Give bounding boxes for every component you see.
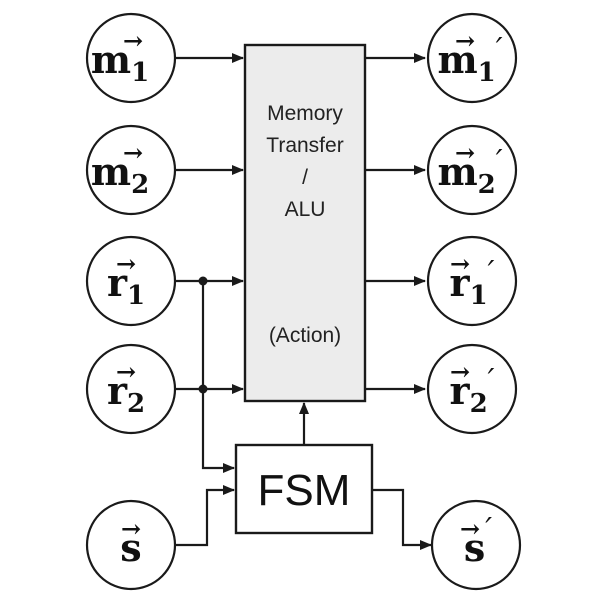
node-circle — [85, 235, 177, 327]
node-label: r1 — [107, 260, 145, 311]
wire-r-to-fsm — [201, 281, 235, 473]
output-nodes: → m1′ → m2′ → r1′ → r2′ — [426, 12, 522, 591]
input-node-m2: → m2 — [85, 124, 177, 216]
node-symbol: m — [91, 149, 131, 194]
node-symbol: m — [437, 149, 477, 194]
fsm-box — [234, 443, 374, 535]
node-label: s′ — [464, 512, 492, 570]
node-circle — [85, 12, 177, 104]
node-label: m1 — [91, 37, 149, 88]
alu-block: Memory Transfer / ALU (Action) — [243, 43, 367, 403]
node-subscript: 2 — [478, 170, 496, 200]
node-symbol: r — [450, 260, 471, 305]
node-label: m1′ — [437, 32, 502, 88]
node-symbol: s — [464, 525, 485, 570]
vector-arrow: → — [123, 138, 143, 167]
node-circle — [426, 235, 518, 327]
node-label: r2′ — [450, 363, 495, 419]
alu-line-1: Memory — [267, 102, 343, 125]
input-node-r1: → r1 — [85, 235, 177, 327]
node-prime: ′ — [485, 512, 492, 547]
vector-arrow: → — [455, 138, 475, 167]
junction-r1 — [198, 276, 208, 286]
vector-arrow: → — [450, 249, 470, 278]
output-node-m2: → m2′ — [426, 124, 518, 216]
node-label: m2 — [91, 149, 149, 200]
node-subscript: 1 — [478, 58, 496, 88]
node-prime: ′ — [496, 144, 503, 179]
output-node-r2: → r2′ — [426, 343, 518, 435]
node-subscript: 1 — [470, 281, 488, 311]
vector-arrow: → — [121, 514, 141, 543]
node-label: m2′ — [437, 144, 502, 200]
vector-arrow: → — [123, 26, 143, 55]
node-subscript: 2 — [470, 389, 488, 419]
alu-line-2: Transfer — [266, 134, 343, 157]
alu-line-3: / — [302, 166, 308, 189]
node-circle — [430, 499, 522, 591]
node-symbol: r — [450, 368, 471, 413]
input-node-m1: → m1 — [85, 12, 177, 104]
vector-arrow: → — [450, 357, 470, 386]
node-circle — [85, 124, 177, 216]
node-label: r2 — [107, 368, 145, 419]
node-subscript: 2 — [131, 170, 149, 200]
node-prime: ′ — [488, 363, 495, 398]
node-subscript: 1 — [127, 281, 145, 311]
input-wires — [175, 53, 309, 547]
output-node-s: → s′ — [430, 499, 522, 591]
alu-box — [243, 43, 367, 403]
output-node-m1: → m1′ — [426, 12, 518, 104]
node-circle — [426, 343, 518, 435]
input-node-r2: → r2 — [85, 343, 177, 435]
vector-arrow: → — [116, 249, 136, 278]
wire-fsm-to-s-out — [372, 488, 432, 550]
node-label: s — [120, 525, 141, 570]
wire-s-to-fsm — [175, 485, 235, 547]
node-symbol: r — [107, 368, 128, 413]
node-symbol: r — [107, 260, 128, 305]
node-subscript: 2 — [127, 389, 145, 419]
alu-line-4: ALU — [285, 198, 326, 221]
node-subscript: 1 — [131, 58, 149, 88]
vector-arrow: → — [116, 357, 136, 386]
vector-arrow: → — [455, 26, 475, 55]
vector-arrow: → — [460, 514, 480, 543]
node-symbol: s — [120, 525, 141, 570]
junction-r2 — [198, 384, 208, 394]
node-circle — [426, 124, 518, 216]
alu-action-label: (Action) — [269, 324, 341, 347]
input-nodes: → m1 → m2 → r1 → r2 — [85, 12, 177, 591]
fsm-label: FSM — [258, 466, 351, 515]
node-symbol: m — [91, 37, 131, 82]
fsm-block: FSM — [234, 443, 374, 535]
node-prime: ′ — [488, 255, 495, 290]
node-circle — [85, 499, 177, 591]
node-symbol: m — [437, 37, 477, 82]
node-prime: ′ — [496, 32, 503, 67]
input-node-s: → s — [85, 499, 177, 591]
output-node-r1: → r1′ — [426, 235, 518, 327]
output-wires — [365, 53, 432, 550]
node-circle — [426, 12, 518, 104]
node-circle — [85, 343, 177, 435]
node-label: r1′ — [450, 255, 495, 311]
